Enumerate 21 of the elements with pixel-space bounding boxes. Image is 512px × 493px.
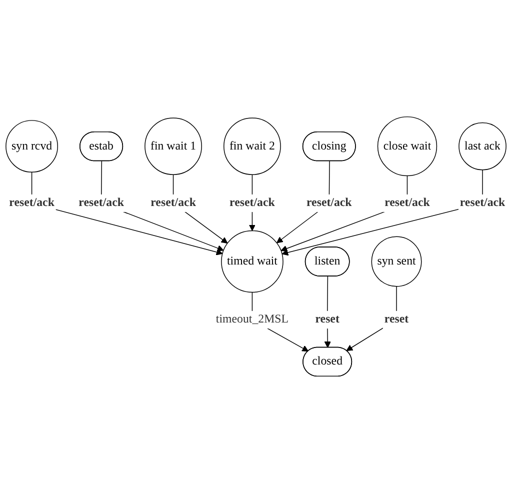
arrow [280,175,408,252]
node-circle: syn rcvd [6,120,58,173]
arrow [100,160,224,252]
edge-label: reset/ack [230,196,275,210]
node-circle: timed wait [221,230,284,293]
node-circle: fin wait 1 [144,118,202,175]
edge-label: timeout_2MSL [216,313,289,326]
edge-label: reset/ack [78,196,124,210]
arrow [282,169,483,256]
node-circle: close wait [377,116,438,176]
node-circle: last ack [458,122,506,170]
arrow [31,172,223,256]
node-circle: fin wait 2 [224,118,281,175]
edge-label: reset [315,313,340,326]
edge-label: reset/ack [150,196,196,210]
edge-label: reset/ack [460,196,506,210]
node-circle: syn sent [371,236,422,287]
edge-label: reset/ack [9,196,54,210]
edge-label: reset/ack [384,196,430,210]
edge-label: reset [384,313,409,326]
edge-label: reset/ack [306,196,352,210]
